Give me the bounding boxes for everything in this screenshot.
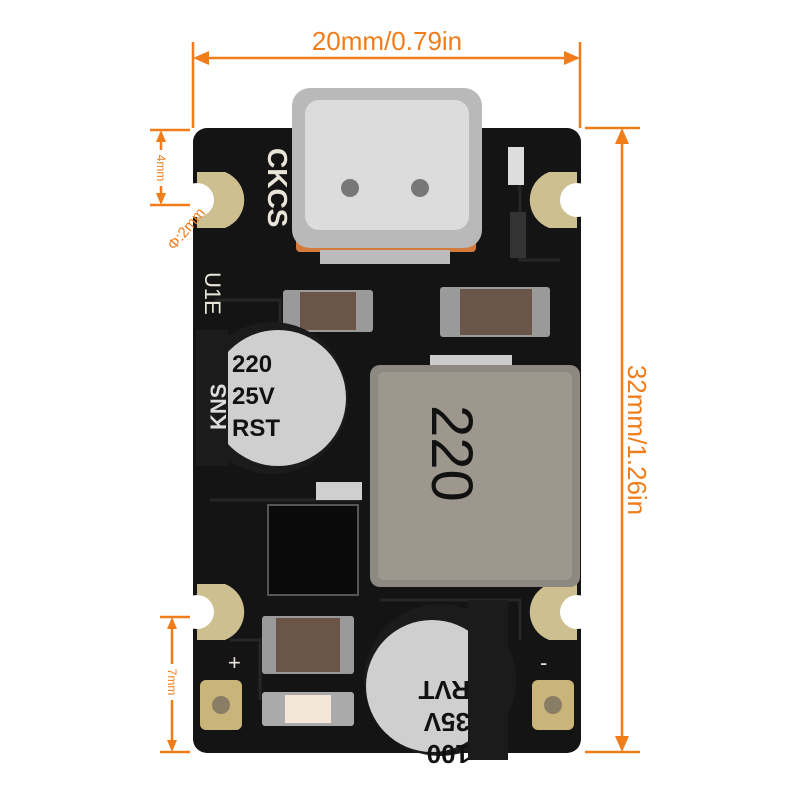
cap-series: RVT [418, 675, 470, 705]
cap-value: 220 [232, 351, 272, 378]
silkscreen-plus: + [228, 650, 241, 675]
height-dimension-label: 32mm/1.26in [622, 365, 652, 515]
mounting-holes [180, 172, 594, 640]
pcb-traces [210, 150, 560, 700]
top-hole-offset-label: 4mm [154, 155, 168, 182]
cap-voltage: 25V [232, 383, 275, 410]
cap-brand: KNS [206, 384, 231, 430]
silkscreen-minus: - [540, 650, 547, 675]
cap-value: 100 [427, 739, 470, 769]
input-capacitor: 220 25V RST KNS [196, 322, 348, 474]
cap-voltage: 35V [423, 707, 470, 737]
output-pads [200, 680, 574, 730]
silkscreen-brand: CKCS [262, 148, 293, 227]
usb-c-connector [292, 88, 482, 264]
output-capacitor: 100 35V RVT [364, 600, 516, 769]
ic-chip [267, 504, 359, 596]
silkscreen-ref: U1E [200, 272, 225, 315]
cap-series: RST [232, 415, 280, 442]
smd-components [262, 147, 550, 726]
inductor-marking: 220 [419, 405, 484, 502]
dimension-lines [150, 42, 640, 754]
bottom-hole-offset-label: 7mm [165, 669, 179, 696]
inductor: 220 [370, 355, 580, 587]
width-dimension-label: 20mm/0.79in [312, 26, 462, 56]
